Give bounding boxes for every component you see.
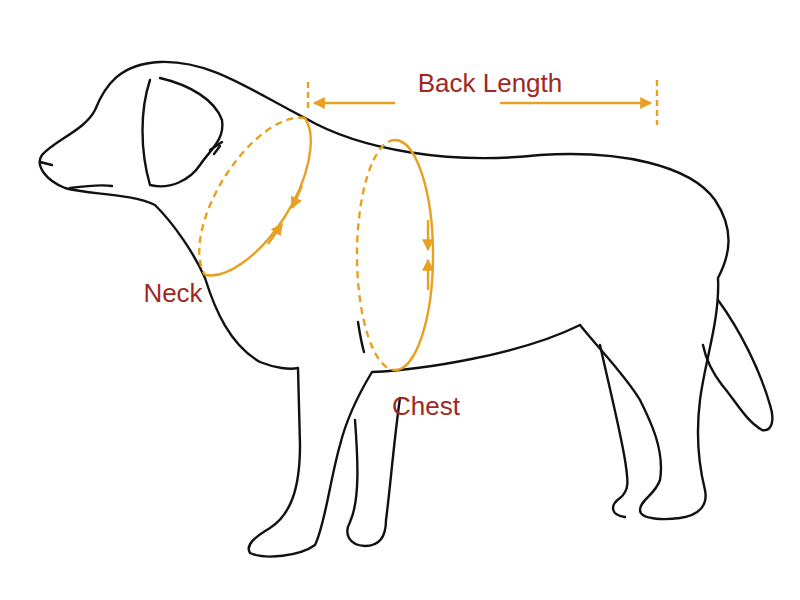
measure-label: Back Length <box>418 69 563 98</box>
measure-label: Neck <box>143 279 202 308</box>
measure-guides <box>199 80 657 370</box>
measure-label: Chest <box>392 392 460 421</box>
dog-outline <box>40 62 773 557</box>
